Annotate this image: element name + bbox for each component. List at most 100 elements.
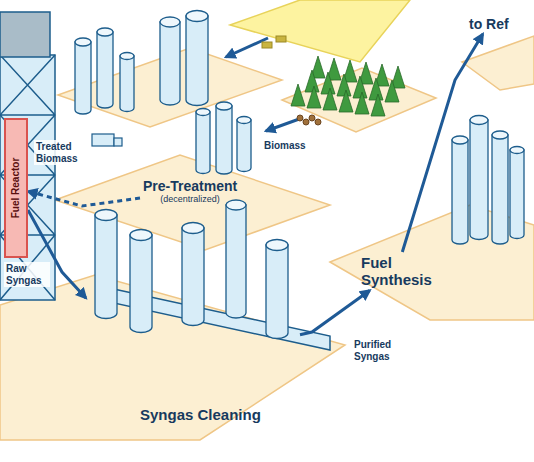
flow-arrow bbox=[28, 191, 140, 206]
tree bbox=[337, 74, 351, 96]
flow-arrow bbox=[402, 34, 482, 252]
process-area: Pre-Treatment(decentralized) bbox=[140, 176, 240, 206]
vessel-body bbox=[186, 16, 208, 106]
forest bbox=[291, 56, 405, 125]
vessel-body bbox=[182, 228, 204, 326]
flow-label: Raw Syngas bbox=[4, 262, 50, 287]
vessel-top bbox=[510, 147, 524, 154]
vessel bbox=[226, 200, 246, 318]
vessel-body bbox=[97, 32, 113, 108]
tree bbox=[355, 92, 369, 114]
vessel-top bbox=[130, 230, 152, 241]
vessel-top bbox=[452, 136, 468, 144]
vessel-top bbox=[226, 200, 246, 210]
vessel-body bbox=[120, 56, 134, 112]
tree bbox=[385, 80, 399, 102]
log bbox=[297, 115, 303, 121]
area-note: (decentralized) bbox=[143, 194, 237, 204]
vessel-body bbox=[226, 205, 246, 318]
tree bbox=[291, 84, 305, 106]
vessel bbox=[97, 28, 113, 108]
vessel-top bbox=[120, 53, 134, 60]
process-area: Syngas Cleaning bbox=[0, 298, 300, 438]
log bbox=[303, 119, 309, 125]
tree bbox=[353, 76, 367, 98]
vessel-body bbox=[237, 120, 251, 172]
area-title: Syngas Cleaning bbox=[140, 406, 300, 423]
tree bbox=[369, 78, 383, 100]
vessel bbox=[452, 136, 468, 244]
tree bbox=[307, 86, 321, 108]
vessel-top bbox=[237, 117, 251, 124]
area-title: Fuel Synthesis bbox=[361, 254, 432, 289]
vessel bbox=[492, 131, 508, 244]
flow-label: Treated Biomass bbox=[34, 140, 90, 165]
tree bbox=[321, 72, 335, 94]
flow-label: Purified Syngas bbox=[352, 338, 402, 363]
log bbox=[315, 119, 321, 125]
platforms bbox=[0, 0, 534, 440]
biomass-arrow bbox=[266, 118, 302, 131]
tree bbox=[323, 88, 337, 110]
vessel-top bbox=[470, 116, 488, 125]
vessel bbox=[237, 117, 251, 172]
vessel-body bbox=[470, 120, 488, 240]
vessel bbox=[186, 11, 208, 106]
truck-body bbox=[92, 134, 114, 146]
vessel-body bbox=[510, 150, 524, 239]
vessel bbox=[95, 210, 117, 319]
tree bbox=[305, 70, 319, 92]
vessel-body bbox=[160, 22, 180, 105]
vessel-body bbox=[75, 42, 91, 114]
tower-top bbox=[0, 12, 50, 57]
vessel bbox=[130, 230, 152, 333]
vessel-top bbox=[196, 109, 210, 116]
truck bbox=[92, 134, 122, 146]
feed-arrows bbox=[226, 38, 302, 131]
vessel-top bbox=[95, 210, 117, 221]
vessel bbox=[196, 109, 210, 174]
process-area: Fuel Synthesis bbox=[358, 252, 435, 291]
vessel-top bbox=[266, 240, 288, 251]
area-title: to Ref bbox=[469, 16, 509, 32]
forest-platform bbox=[282, 68, 436, 132]
refinery-platform bbox=[462, 36, 534, 90]
vessel-body bbox=[266, 245, 288, 339]
tower-bracing bbox=[0, 55, 55, 300]
vessel-top bbox=[182, 223, 204, 234]
vessel bbox=[160, 17, 180, 105]
tree bbox=[339, 90, 353, 112]
area-title: Fuel Reactor bbox=[10, 158, 22, 219]
vessel-body bbox=[452, 140, 468, 244]
bale bbox=[262, 42, 272, 48]
vessel-top bbox=[492, 131, 508, 139]
vessel bbox=[470, 116, 488, 240]
truck-cab bbox=[114, 138, 122, 146]
vessel-top bbox=[186, 11, 208, 22]
field bbox=[230, 0, 410, 62]
vessel-body bbox=[95, 215, 117, 319]
vessel-body bbox=[216, 106, 232, 174]
vessel bbox=[75, 38, 91, 114]
reactor-column: Fuel Reactor bbox=[4, 118, 28, 258]
flow-label: Biomass bbox=[262, 139, 308, 153]
vessel-top bbox=[216, 102, 232, 110]
tree bbox=[371, 94, 385, 116]
vessel bbox=[216, 102, 232, 174]
vessel-top bbox=[160, 17, 180, 27]
bale bbox=[276, 36, 286, 42]
vessel bbox=[120, 53, 134, 112]
process-area: to Ref bbox=[466, 14, 512, 34]
tower-frame bbox=[0, 55, 55, 300]
vessel bbox=[266, 240, 288, 339]
area-title: Pre-Treatment bbox=[143, 178, 237, 194]
vessel-top bbox=[75, 38, 91, 46]
vessel bbox=[510, 147, 524, 239]
flow-arrow bbox=[300, 291, 370, 335]
vessel bbox=[182, 223, 204, 326]
vessel-body bbox=[196, 112, 210, 174]
log bbox=[309, 115, 315, 121]
